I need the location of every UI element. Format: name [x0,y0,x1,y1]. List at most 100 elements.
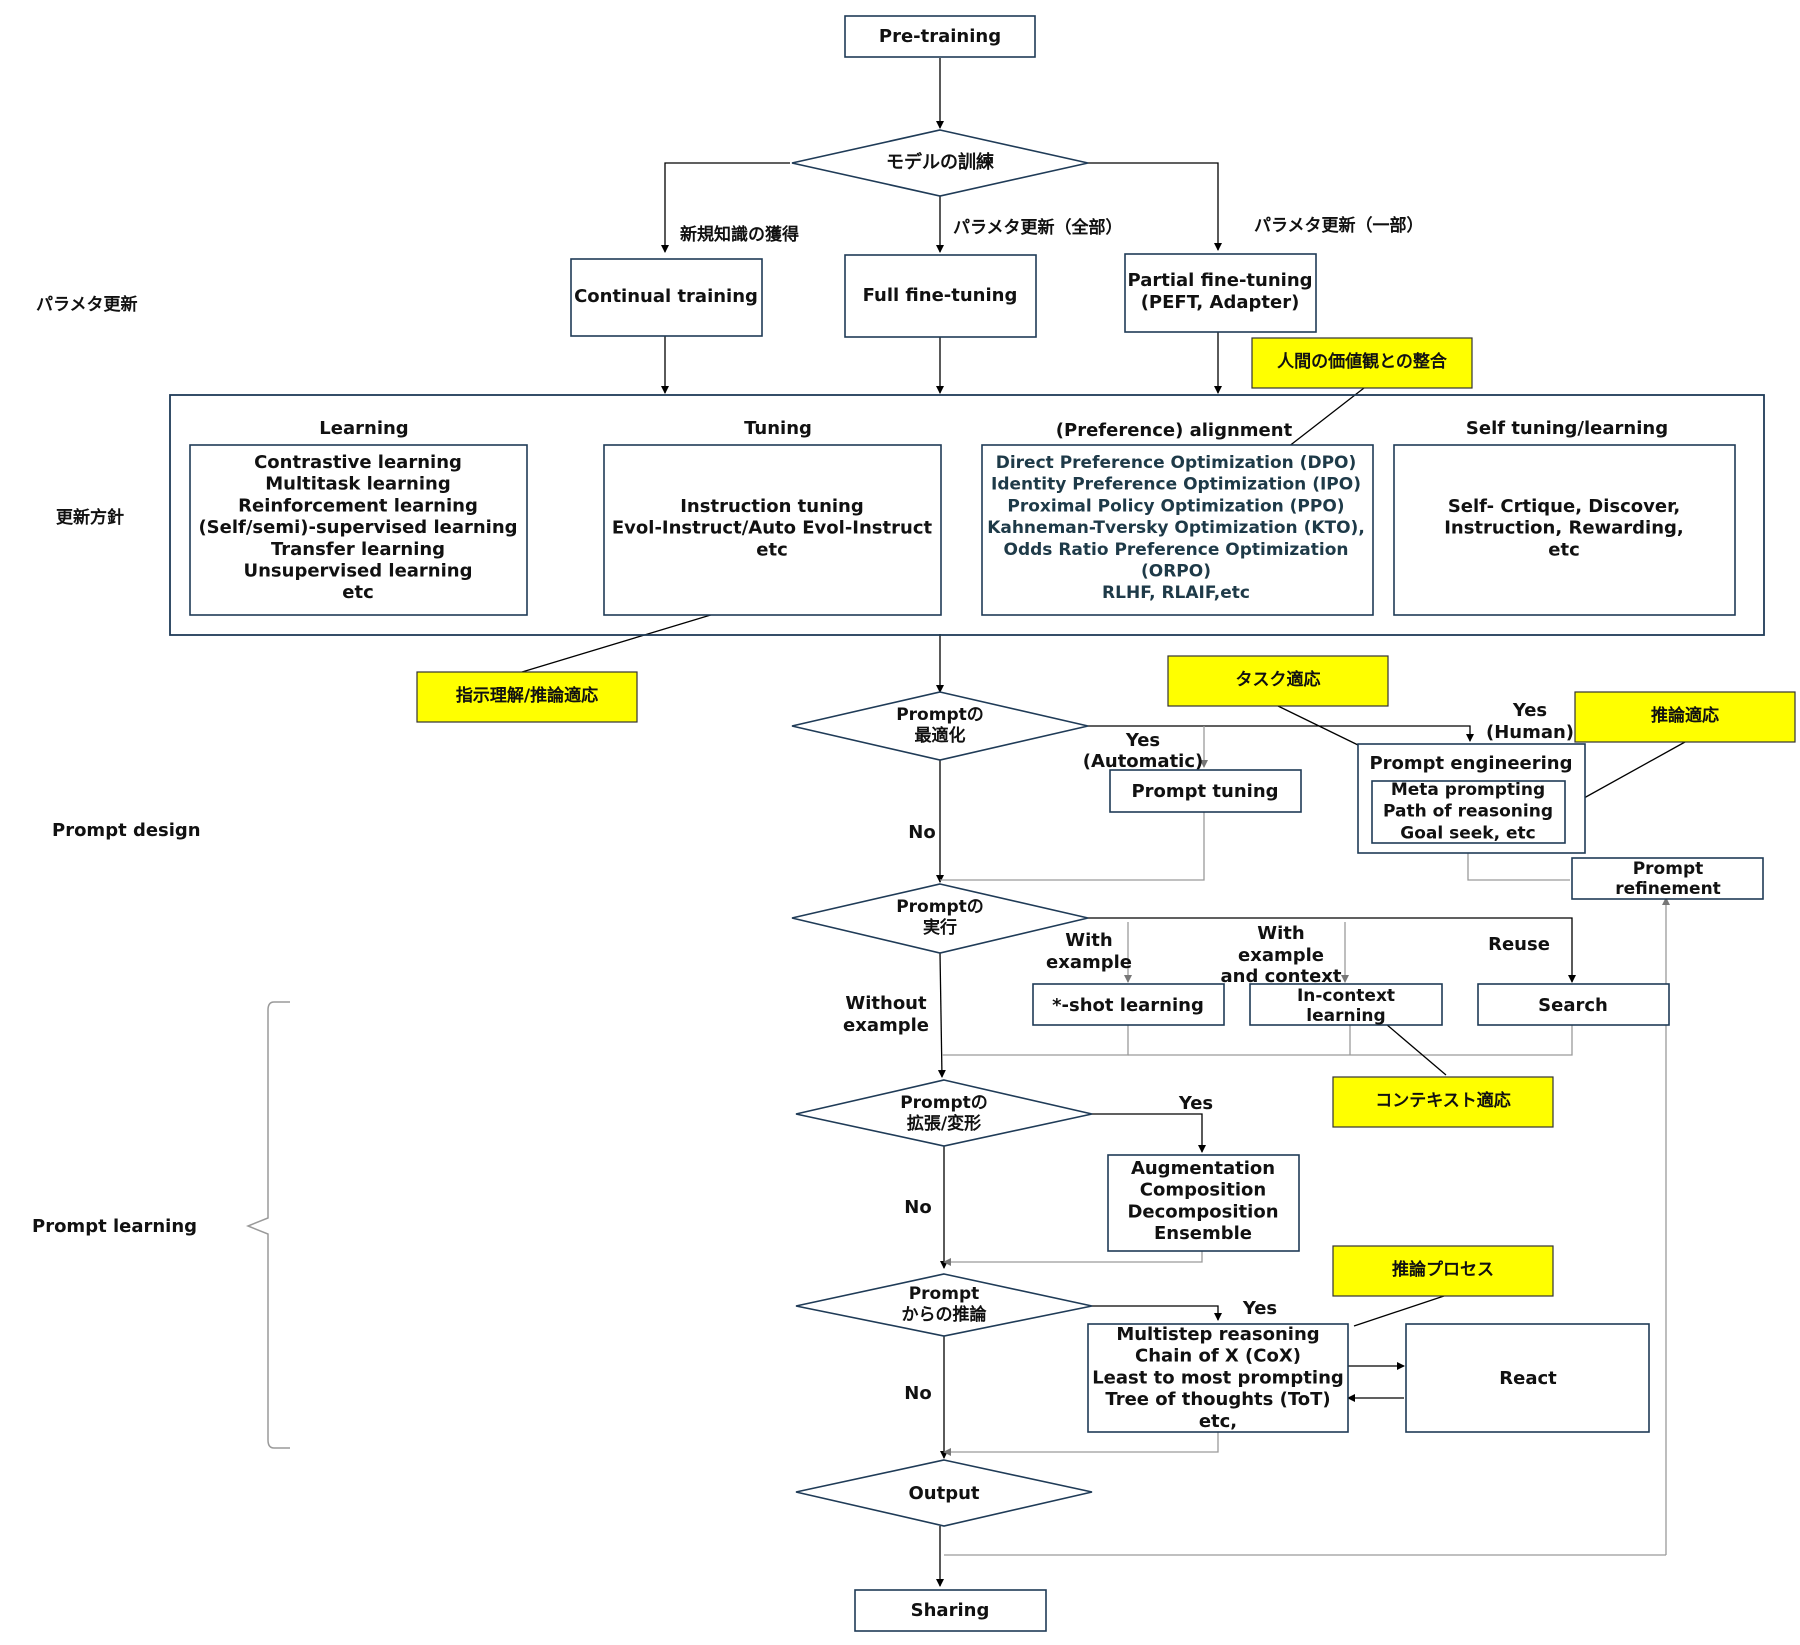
pretraining-node[interactable]: Pre-training [844,15,1036,58]
pretraining-label: Pre-training [879,26,1001,47]
prompt-expansion-decision[interactable]: Promptの 拡張/変形 [795,1079,1093,1147]
alignment-item-7: RLHF, RLAIF,etc [1102,583,1250,603]
prompt-engineering-item-1: Meta prompting [1391,780,1545,800]
section-label-param-update: パラメタ更新 [36,294,138,315]
in-context-learning-label-line2: learning [1306,1006,1385,1026]
prompt-engineering-item-2: Path of reasoning [1383,802,1553,822]
learning-item-1: Contrastive learning [254,452,462,473]
prompt-refinement-node[interactable]: Prompt refinement [1571,857,1764,900]
reasoning-item-2: Chain of X (CoX) [1135,1346,1301,1367]
search-node[interactable]: Search [1477,983,1670,1026]
policy-frame [169,394,1765,636]
in-context-learning-node[interactable]: In-context learning [1249,983,1443,1026]
alignment-item-5: Odds Ratio Preference Optimization [1004,540,1349,560]
in-context-learning-label-line1: In-context [1297,986,1395,1006]
edge-label-with-example-1: With [1065,930,1112,951]
prompt-engineering-label: Prompt engineering [1369,753,1572,774]
tuning-title: Tuning [744,418,812,439]
self-item-1: Self- Crtique, Discover, [1448,496,1680,517]
alignment-item-4: Kahneman-Tversky Optimization (KTO), [987,518,1365,538]
callout-task-adapt: タスク適応 [1167,655,1389,707]
prompt-tuning-node[interactable]: Prompt tuning [1109,769,1302,813]
callout-reasoning-process: 推論プロセス [1332,1245,1554,1297]
learning-item-6: Unsupervised learning [244,561,473,582]
edge-label-yes-automatic-1: Yes [1125,730,1160,751]
full-finetuning-node[interactable]: Full fine-tuning [844,254,1037,338]
output-decision[interactable]: Output [795,1459,1093,1527]
section-label-prompt-design: Prompt design [52,820,201,841]
learning-item-2: Multitask learning [265,474,450,495]
continual-training-label: Continual training [574,286,758,307]
full-finetuning-label: Full fine-tuning [863,285,1018,306]
self-tuning-box[interactable]: Self- Crtique, Discover,Instruction, Rew… [1393,444,1736,616]
callout-task-adapt-text: タスク適応 [1236,669,1321,690]
prompt-learning-brace [245,1001,290,1449]
prompt-optimization-decision[interactable]: Promptの 最適化 [791,691,1089,761]
react-node[interactable]: React [1405,1323,1650,1433]
augmentation-item-4: Ensemble [1154,1223,1252,1244]
prompt-expansion-label-line2: 拡張/変形 [907,1113,981,1134]
callout-context-adapt: コンテキスト適応 [1332,1076,1554,1128]
alignment-items: Direct Preference Optimization (DPO)Iden… [987,453,1365,603]
alignment-item-3: Proximal Policy Optimization (PPO) [1007,496,1344,516]
callout-reasoning-adapt: 推論適応 [1574,691,1796,743]
self-item-3: etc [1548,539,1579,560]
self-item-2: Instruction, Rewarding, [1444,518,1684,539]
callout-human-values-text: 人間の価値観との整合 [1277,351,1448,372]
prompt-engineering-item-3: Goal seek, etc [1400,823,1535,843]
edge-label-yes-expansion: Yes [1178,1093,1213,1114]
augmentation-item-3: Decomposition [1127,1201,1278,1222]
prompt-refinement-label-line1: Prompt [1633,859,1704,879]
learning-item-4: (Self/semi)-supervised learning [198,517,517,538]
alignment-title: (Preference) alignment [1056,420,1293,441]
prompt-inference-decision[interactable]: Prompt からの推論 [795,1273,1093,1337]
callout-human-values: 人間の価値観との整合 [1251,337,1473,389]
continual-training-node[interactable]: Continual training [570,258,763,337]
prompt-refinement-label-line2: refinement [1615,879,1721,899]
callout-instruction-understanding: 指示理解/推論適応 [416,671,638,723]
tuning-item-3: etc [756,539,787,560]
edge-label-with-example-2: example [1046,952,1132,973]
partial-finetuning-node[interactable]: Partial fine-tuning (PEFT, Adapter) [1124,253,1317,333]
edge-label-yes-human-1: Yes [1512,700,1547,721]
prompt-inference-label-line1: Prompt [909,1284,980,1304]
edge-label-yes-automatic-2: (Automatic) [1083,751,1204,772]
reasoning-item-4: Tree of thoughts (ToT) [1105,1389,1330,1410]
sharing-label: Sharing [911,1600,990,1621]
self-tuning-title: Self tuning/learning [1466,418,1668,439]
prompt-expansion-label-line1: Promptの [900,1093,988,1113]
output-label: Output [908,1483,979,1504]
edge-label-with-example-context-2: example [1238,945,1324,966]
sharing-node[interactable]: Sharing [854,1589,1047,1632]
alignment-box[interactable]: Direct Preference Optimization (DPO)Iden… [981,444,1374,616]
react-label: React [1499,1368,1557,1389]
prompt-execution-decision[interactable]: Promptの 実行 [791,883,1089,954]
shot-learning-node[interactable]: *-shot learning [1032,983,1225,1026]
edge-label-yes-inference: Yes [1242,1298,1277,1319]
model-training-decision[interactable]: モデルの訓練 [791,129,1089,197]
edge-label-without-example-1: Without [845,993,927,1014]
edge-label-param-partial: パラメタ更新（一部） [1254,215,1424,236]
reasoning-item-5: etc, [1199,1411,1237,1432]
model-training-label: モデルの訓練 [886,151,994,173]
callout-reasoning-adapt-text: 推論適応 [1651,705,1719,726]
section-label-policy: 更新方針 [56,507,124,528]
alignment-item-2: Identity Preference Optimization (IPO) [991,475,1361,495]
edge-label-no-2: No [904,1197,931,1218]
edge-label-yes-human-2: (Human) [1486,722,1574,743]
tuning-item-2: Evol-Instruct/Auto Evol-Instruct [612,518,933,539]
self-items: Self- Crtique, Discover,Instruction, Rew… [1444,496,1684,560]
prompt-execution-label-line1: Promptの [896,897,984,917]
augmentation-node[interactable]: AugmentationCompositionDecompositionEnse… [1107,1154,1300,1252]
edge-label-without-example-2: example [843,1015,929,1036]
learning-item-5: Transfer learning [271,539,445,560]
